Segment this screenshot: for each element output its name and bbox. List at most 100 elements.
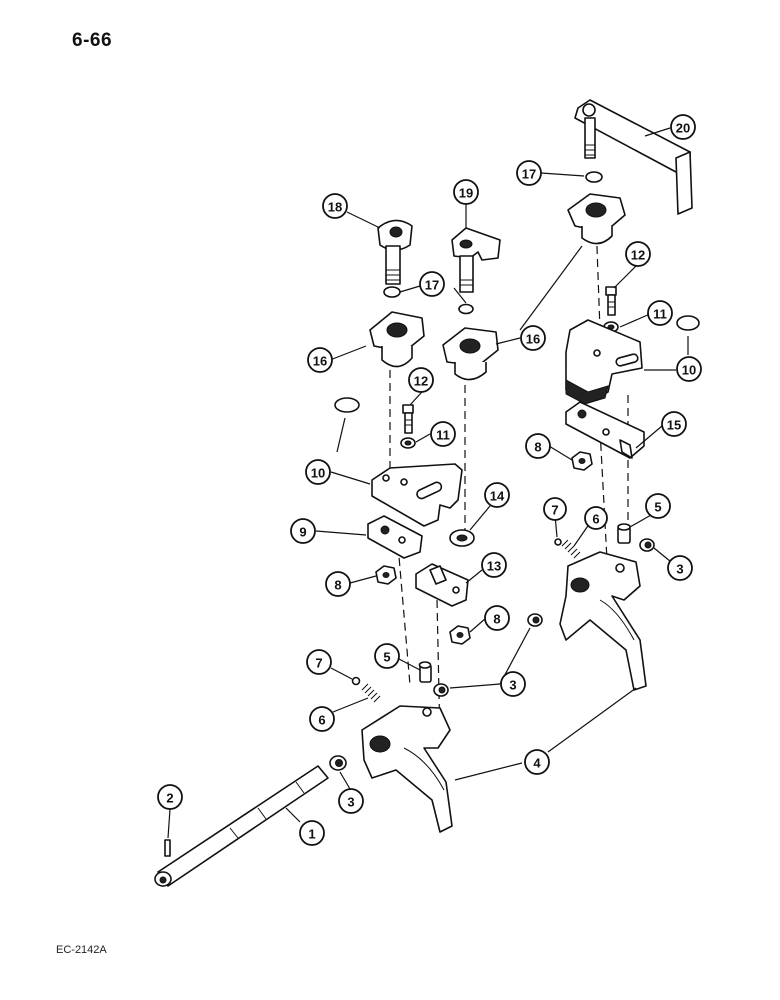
shift-rail-part-1 bbox=[154, 765, 329, 887]
svg-text:7: 7 bbox=[551, 503, 558, 518]
callout-16-right: 16 bbox=[520, 325, 546, 351]
svg-text:11: 11 bbox=[436, 428, 450, 443]
callout-9: 9 bbox=[290, 518, 316, 544]
svg-text:3: 3 bbox=[347, 795, 354, 810]
leader-lines bbox=[167, 127, 689, 839]
svg-text:5: 5 bbox=[654, 500, 661, 515]
pivot-pin-part-19 bbox=[451, 227, 501, 293]
callout-6-left: 6 bbox=[309, 706, 335, 732]
callout-17-top: 17 bbox=[516, 160, 542, 186]
svg-text:18: 18 bbox=[328, 200, 342, 215]
shift-fork-part-4-right bbox=[559, 551, 647, 691]
callout-8-right: 8 bbox=[525, 433, 551, 459]
svg-text:8: 8 bbox=[534, 440, 541, 455]
svg-text:11: 11 bbox=[653, 307, 667, 322]
callout-14: 14 bbox=[484, 482, 510, 508]
housing-part-16-left bbox=[369, 311, 425, 368]
nut-part-8-right bbox=[571, 451, 593, 471]
housing-part-16-middle bbox=[442, 327, 499, 381]
plate-part-15 bbox=[565, 401, 645, 459]
svg-text:1: 1 bbox=[308, 827, 315, 842]
svg-text:4: 4 bbox=[533, 756, 541, 771]
callout-11-right: 11 bbox=[647, 300, 673, 326]
svg-text:17: 17 bbox=[522, 167, 536, 182]
spring-part-6-left bbox=[351, 676, 381, 703]
svg-text:12: 12 bbox=[631, 248, 645, 263]
callout-2: 2 bbox=[157, 784, 183, 810]
callout-3-middle: 3 bbox=[500, 671, 526, 697]
nut-part-8-left bbox=[375, 565, 397, 585]
svg-text:2: 2 bbox=[166, 791, 173, 806]
svg-text:19: 19 bbox=[459, 186, 473, 201]
washer-part-10-left bbox=[334, 397, 360, 413]
svg-text:8: 8 bbox=[334, 578, 341, 593]
svg-text:17: 17 bbox=[425, 278, 439, 293]
svg-text:5: 5 bbox=[383, 650, 390, 665]
callout-3-right: 3 bbox=[667, 555, 693, 581]
callout-8-middle: 8 bbox=[484, 605, 510, 631]
lever-part-20 bbox=[574, 99, 693, 215]
svg-text:6: 6 bbox=[592, 512, 599, 527]
shift-fork-part-4-left bbox=[361, 705, 453, 833]
svg-text:7: 7 bbox=[315, 656, 322, 671]
housing-part-16-right bbox=[567, 193, 626, 245]
callout-5-right: 5 bbox=[645, 493, 671, 519]
callout-12-left: 12 bbox=[408, 367, 434, 393]
callout-15: 15 bbox=[661, 411, 687, 437]
callout-1: 1 bbox=[299, 820, 325, 846]
ring-part-3-middle bbox=[527, 613, 543, 627]
callout-18: 18 bbox=[322, 193, 348, 219]
callout-13: 13 bbox=[481, 552, 507, 578]
plate-part-9 bbox=[367, 515, 423, 559]
callout-6-right: 6 bbox=[584, 506, 608, 530]
svg-text:6: 6 bbox=[318, 713, 325, 728]
callout-10-left: 10 bbox=[305, 459, 331, 485]
svg-text:15: 15 bbox=[667, 418, 681, 433]
callout-8-left: 8 bbox=[325, 571, 351, 597]
nut-part-8-middle bbox=[449, 625, 471, 645]
svg-text:20: 20 bbox=[676, 121, 690, 136]
callout-16-left: 16 bbox=[307, 347, 333, 373]
bracket-part-10-right bbox=[565, 319, 643, 405]
ring-part-3-right bbox=[639, 538, 655, 552]
callout-7-right: 7 bbox=[543, 497, 567, 521]
washer-17-top bbox=[585, 171, 603, 183]
washer-17-mid bbox=[458, 303, 474, 315]
svg-text:12: 12 bbox=[414, 374, 428, 389]
spring-part-6-right bbox=[554, 538, 581, 559]
svg-text:3: 3 bbox=[676, 562, 683, 577]
bolt-part-12-right bbox=[603, 286, 619, 333]
callout-7-left: 7 bbox=[306, 649, 332, 675]
svg-text:3: 3 bbox=[509, 678, 516, 693]
callout-19: 19 bbox=[453, 179, 479, 205]
pivot-pin-part-18 bbox=[377, 219, 413, 285]
svg-text:10: 10 bbox=[311, 466, 325, 481]
washer-part-10-right bbox=[676, 315, 700, 331]
svg-text:8: 8 bbox=[493, 612, 500, 627]
svg-text:14: 14 bbox=[490, 489, 505, 504]
callout-3-lower: 3 bbox=[338, 788, 364, 814]
svg-text:9: 9 bbox=[299, 525, 306, 540]
pin-part-5-right bbox=[617, 523, 631, 544]
svg-text:13: 13 bbox=[487, 559, 501, 574]
svg-text:16: 16 bbox=[526, 332, 540, 347]
figure-code: EC-2142A bbox=[56, 944, 107, 956]
page-number: 6-66 bbox=[72, 30, 113, 51]
ring-part-3-mid-left bbox=[433, 683, 449, 697]
bolt-part-12-left bbox=[400, 404, 416, 449]
washer-17-left bbox=[383, 286, 401, 298]
svg-text:10: 10 bbox=[682, 363, 696, 378]
callout-5-left: 5 bbox=[374, 643, 400, 669]
callout-12-right: 12 bbox=[625, 241, 651, 267]
callout-10-right: 10 bbox=[676, 356, 702, 382]
callout-17-middle: 17 bbox=[419, 271, 445, 297]
svg-text:16: 16 bbox=[313, 354, 327, 369]
callout-4: 4 bbox=[524, 749, 550, 775]
callout-11-left: 11 bbox=[430, 421, 456, 447]
pin-part-5-left bbox=[418, 661, 432, 683]
bracket-part-10-left bbox=[371, 463, 463, 527]
ring-part-3-lower bbox=[329, 755, 347, 771]
plate-part-13 bbox=[415, 563, 469, 607]
roll-pin-part-2 bbox=[164, 839, 171, 857]
